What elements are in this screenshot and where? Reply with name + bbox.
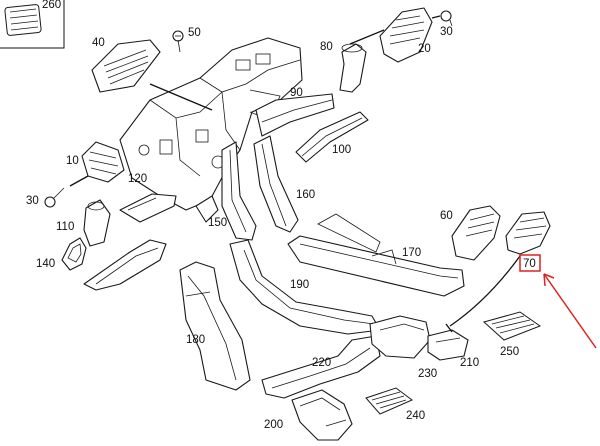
part-90-duct[interactable] <box>255 93 335 137</box>
callout-230: 230 <box>418 368 437 380</box>
part-40-vent-grille[interactable] <box>91 39 161 93</box>
part-200-rear-outlet[interactable] <box>291 389 353 441</box>
callout-80: 80 <box>320 41 333 53</box>
callout-120: 120 <box>128 173 147 185</box>
callout-170: 170 <box>402 247 421 259</box>
part-20-vent-assembly[interactable] <box>379 7 433 63</box>
callout-110: 110 <box>56 221 74 233</box>
callout-190: 190 <box>290 279 309 291</box>
callout-30-right: 30 <box>440 26 453 38</box>
callout-50: 50 <box>188 27 201 39</box>
callout-240: 240 <box>406 410 425 422</box>
callout-100: 100 <box>332 144 351 156</box>
part-180-footwell-duct[interactable] <box>179 261 251 391</box>
callout-260: 260 <box>42 0 61 11</box>
callout-90: 90 <box>290 87 303 99</box>
leader-lines <box>149 15 521 333</box>
part-110-elbow[interactable] <box>83 199 111 247</box>
part-140-ring-seal[interactable] <box>61 237 87 271</box>
part-80-duct[interactable] <box>339 43 367 93</box>
callout-labels: 260 40 50 80 20 30 90 100 10 120 160 30 … <box>26 0 536 431</box>
part-30-screw-right[interactable] <box>440 10 453 27</box>
callout-250: 250 <box>500 346 519 358</box>
part-150-duct[interactable] <box>221 141 257 241</box>
callout-140: 140 <box>36 258 55 270</box>
callout-150: 150 <box>208 217 227 229</box>
part-240-floor-grille[interactable] <box>365 387 413 415</box>
part-210-connector[interactable] <box>427 329 469 361</box>
highlight-box <box>519 254 541 272</box>
part-70-vent[interactable] <box>505 211 551 255</box>
part-170-floor-duct[interactable] <box>287 213 465 297</box>
callout-60: 60 <box>440 210 453 222</box>
highlight-arrow-shaft <box>543 273 597 349</box>
callout-10: 10 <box>66 155 79 167</box>
callout-70: 70 <box>523 258 536 270</box>
callout-200: 200 <box>264 419 283 431</box>
callout-20: 20 <box>418 43 431 55</box>
part-250-floor-grille[interactable] <box>482 311 542 341</box>
highlight-marker <box>519 254 597 349</box>
inset-frame-260 <box>0 0 65 49</box>
callout-220: 220 <box>312 357 331 369</box>
part-100-duct[interactable] <box>295 111 369 163</box>
part-60-vent[interactable] <box>451 205 501 261</box>
center-divider[interactable] <box>195 195 219 223</box>
callout-180: 180 <box>186 334 205 346</box>
part-30-screw-left[interactable] <box>44 187 65 208</box>
part-10-side-vent[interactable] <box>81 141 125 183</box>
lower-left-duct[interactable] <box>83 239 167 291</box>
part-230-connector[interactable] <box>369 315 431 359</box>
part-220-rear-duct[interactable] <box>261 335 381 399</box>
part-50-screw[interactable] <box>172 30 184 53</box>
part-160-duct[interactable] <box>253 135 299 233</box>
callout-210: 210 <box>460 357 479 369</box>
callout-40: 40 <box>92 37 105 49</box>
callout-30-left: 30 <box>26 195 39 207</box>
part-120-duct[interactable] <box>119 193 177 223</box>
callout-160: 160 <box>296 189 315 201</box>
highlight-arrow-head <box>543 273 555 287</box>
